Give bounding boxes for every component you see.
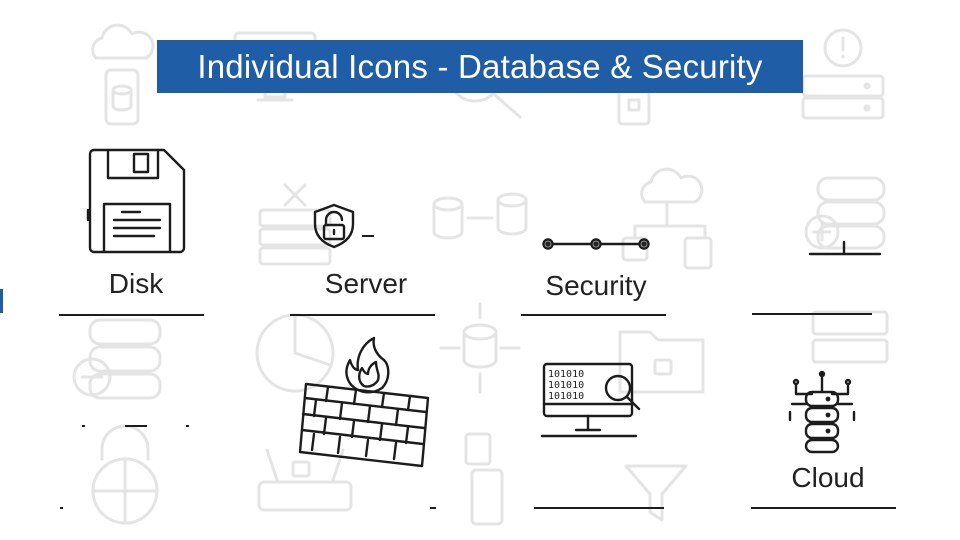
divider-security <box>521 314 666 316</box>
filter-funnel-icon <box>622 460 692 530</box>
divider-disk <box>59 314 204 316</box>
divider-cloud <box>751 507 896 509</box>
dash-mark <box>362 235 374 237</box>
database-add-icon <box>800 170 890 270</box>
storage-stack-icon <box>808 300 893 385</box>
router-lock-icon <box>255 440 355 525</box>
partial-mark-a <box>82 425 85 427</box>
firewall-icon <box>298 336 432 468</box>
svg-text:101010: 101010 <box>548 380 584 391</box>
linked-databases-icon <box>430 190 530 250</box>
partial-mark-c <box>186 425 189 427</box>
label-server: Server <box>324 268 408 299</box>
label-cloud: Cloud <box>791 462 865 493</box>
database-plus-icon <box>808 238 884 258</box>
shield-lock-icon <box>312 203 356 249</box>
divider-server <box>290 314 435 316</box>
vpn-globe-lock-icon <box>80 424 170 530</box>
label-security: Security <box>545 270 647 301</box>
server-warning-icon <box>795 26 890 126</box>
divider-monitor <box>534 507 664 509</box>
network-nodes-icon <box>538 234 654 254</box>
folder-lock-icon <box>615 318 710 398</box>
server-rack-icon <box>255 175 335 270</box>
divider-database-plus <box>752 313 872 315</box>
page-title: Individual Icons - Database & Security <box>197 47 763 85</box>
partial-mark-b <box>125 425 147 427</box>
database-sync-icon <box>435 300 525 395</box>
cloud-network-icon <box>615 167 725 273</box>
database-remove-icon <box>70 315 170 410</box>
edge-marker <box>0 289 3 313</box>
label-disk: Disk <box>108 268 164 299</box>
floppy-disk-icon <box>86 148 188 254</box>
svg-text:101010: 101010 <box>548 369 584 380</box>
flash-drive-icon <box>460 430 515 530</box>
svg-text:101010: 101010 <box>548 391 584 402</box>
data-search-monitor-icon: 101010 101010 101010 <box>540 360 650 440</box>
partial-mark-d <box>60 507 63 509</box>
cloud-transfer-icon <box>88 23 158 128</box>
dash-mark-2 <box>430 507 436 509</box>
title-banner: Individual Icons - Database & Security <box>157 40 803 93</box>
database-network-icon <box>786 370 858 456</box>
